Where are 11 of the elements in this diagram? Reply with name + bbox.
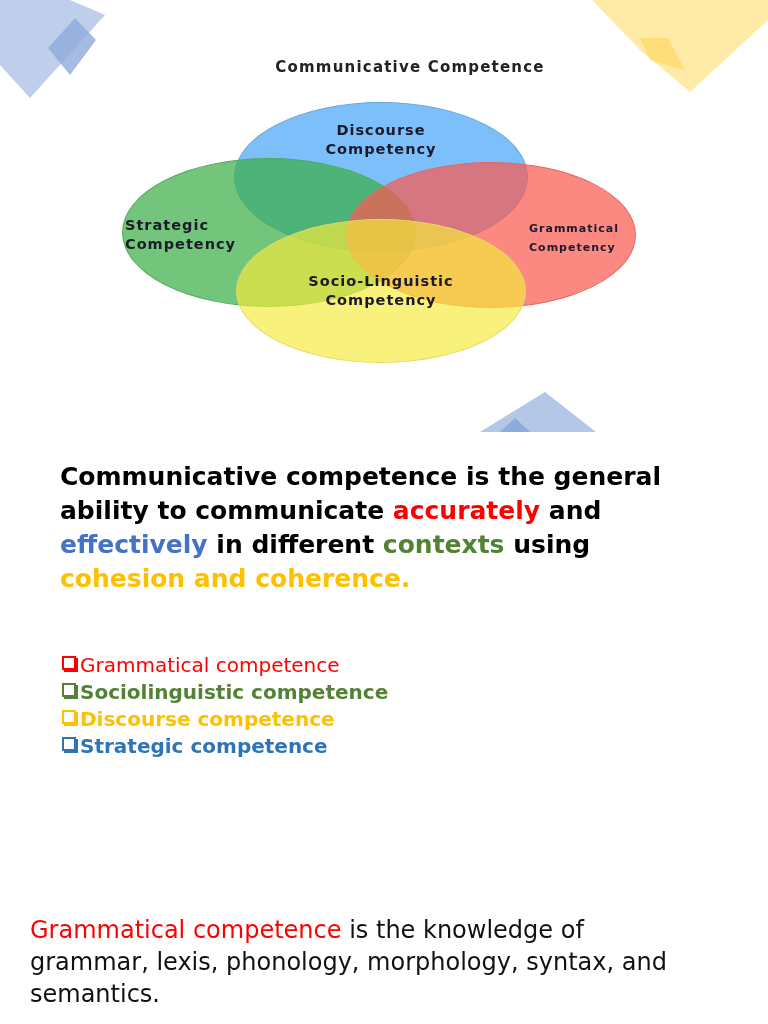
list-item: Discourse competence <box>80 706 335 733</box>
list-item: Sociolinguistic competence <box>80 679 389 706</box>
ellipse-label: Strategic Competency <box>125 216 238 254</box>
ellipse-label: Socio-Linguistic Competency <box>307 272 455 310</box>
ellipse-label: Discourse Competency <box>324 121 438 159</box>
definition-paragraph: Communicative competence is the general ability to communicate accurately and effectively in different contexts using cohesion and coherence. <box>60 461 662 595</box>
diagram-title: Communicative Competence <box>274 58 546 76</box>
list-item: Grammatical competence <box>80 652 340 679</box>
list-item: Strategic competence <box>80 733 328 760</box>
ellipse-label: Grammatical Competency <box>529 221 620 256</box>
definition-paragraph: Grammatical competence is the knowledge of grammar, lexis, phonology, morphology, syntax, and semantics. <box>30 915 668 1010</box>
